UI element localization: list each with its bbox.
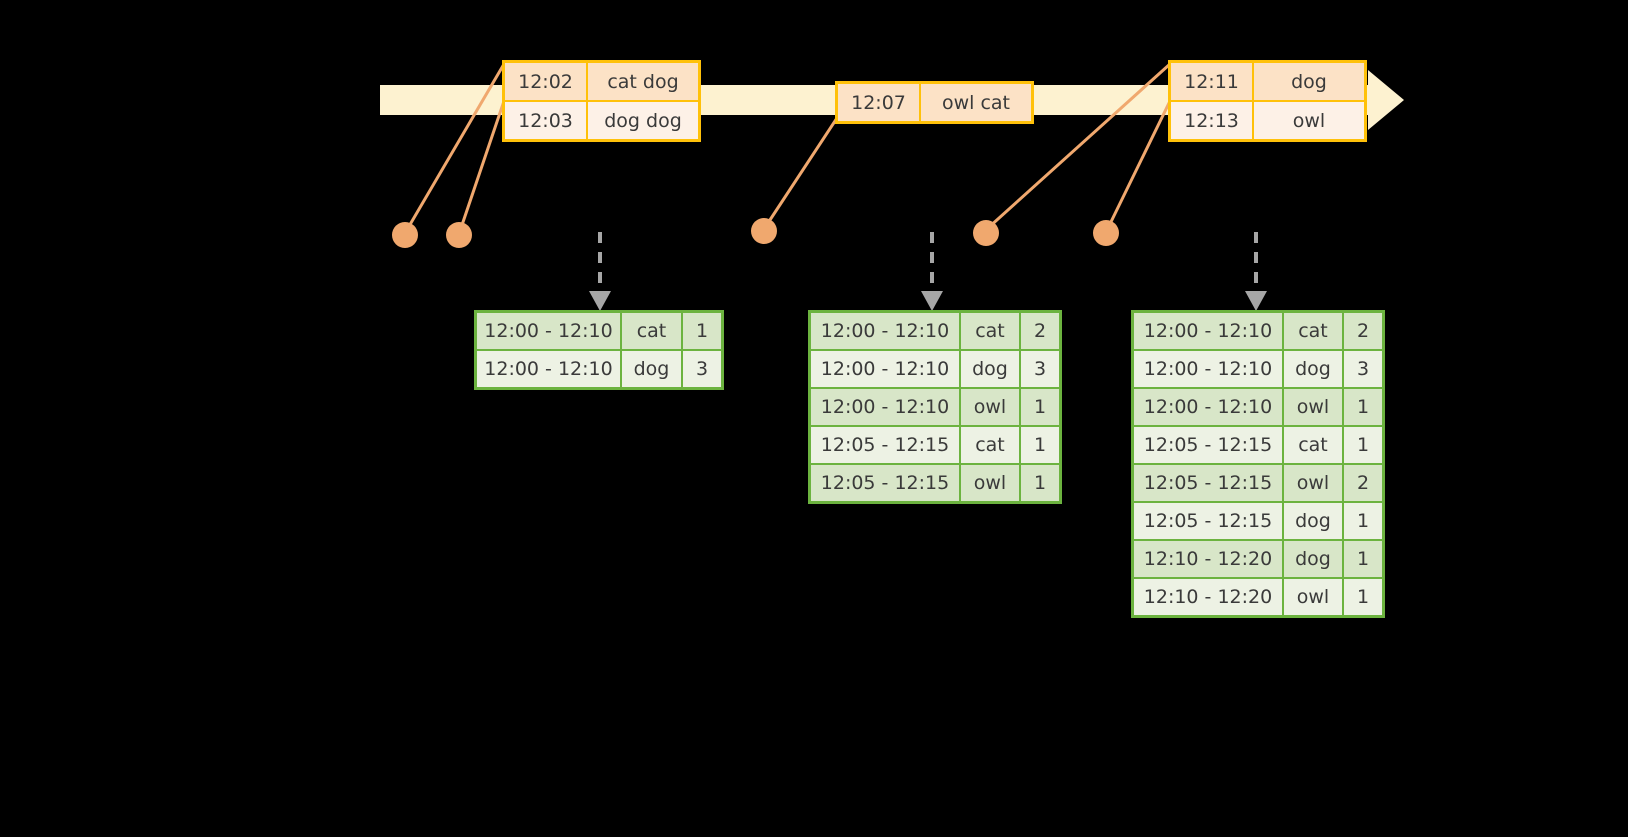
cell-word: dog (961, 351, 1019, 387)
table-row: 12:00 - 12:10 cat 1 (477, 313, 721, 349)
cell-count: 3 (683, 351, 721, 387)
connector-dot-5 (1093, 220, 1119, 246)
connector-dot-4 (973, 220, 999, 246)
table-row: 12:10 - 12:20 dog 1 (1134, 541, 1382, 577)
table-row: 12:00 - 12:10 dog 3 (811, 351, 1059, 387)
cell-count: 1 (1344, 427, 1382, 463)
event-row: 12:03 dog dog (505, 102, 698, 139)
cell-word: cat (1284, 427, 1342, 463)
table-row: 12:05 - 12:15 cat 1 (1134, 427, 1382, 463)
cell-word: owl (1284, 465, 1342, 501)
cell-word: dog (1284, 541, 1342, 577)
table-row: 12:00 - 12:10 owl 1 (811, 389, 1059, 425)
cell-word: dog (1284, 503, 1342, 539)
cell-word: owl (1284, 579, 1342, 615)
cell-count: 1 (1021, 465, 1059, 501)
connector-dot-2 (446, 222, 472, 248)
cell-window: 12:05 - 12:15 (1134, 427, 1282, 463)
table-row: 12:00 - 12:10 cat 2 (1134, 313, 1382, 349)
table-row: 12:10 - 12:20 owl 1 (1134, 579, 1382, 615)
window-counts-table-2[interactable]: 12:00 - 12:10 cat 2 12:00 - 12:10 dog 3 … (808, 310, 1062, 504)
cell-window: 12:00 - 12:10 (1134, 389, 1282, 425)
event-words: owl cat (921, 84, 1031, 121)
cell-window: 12:00 - 12:10 (1134, 313, 1282, 349)
cell-window: 12:05 - 12:15 (1134, 465, 1282, 501)
dashed-arrow-3 (1245, 232, 1267, 311)
cell-window: 12:05 - 12:15 (1134, 503, 1282, 539)
event-time: 12:11 (1171, 63, 1252, 100)
cell-count: 1 (1344, 579, 1382, 615)
table-row: 12:05 - 12:15 dog 1 (1134, 503, 1382, 539)
cell-window: 12:10 - 12:20 (1134, 541, 1282, 577)
cell-count: 3 (1344, 351, 1382, 387)
connector-line-5 (1106, 100, 1172, 229)
connector-dot-3 (751, 218, 777, 244)
cell-window: 12:00 - 12:10 (477, 313, 620, 349)
cell-count: 1 (1344, 389, 1382, 425)
window-counts-table-3[interactable]: 12:00 - 12:10 cat 2 12:00 - 12:10 dog 3 … (1131, 310, 1385, 618)
cell-window: 12:10 - 12:20 (1134, 579, 1282, 615)
event-box-1[interactable]: 12:02 cat dog 12:03 dog dog (502, 60, 701, 142)
event-row: 12:07 owl cat (838, 84, 1031, 121)
table-row: 12:00 - 12:10 dog 3 (477, 351, 721, 387)
table-row: 12:05 - 12:15 owl 2 (1134, 465, 1382, 501)
table-row: 12:05 - 12:15 cat 1 (811, 427, 1059, 463)
event-row: 12:13 owl (1171, 102, 1364, 139)
dashed-arrow-1 (589, 232, 611, 311)
cell-count: 1 (1021, 427, 1059, 463)
window-counts-table-1[interactable]: 12:00 - 12:10 cat 1 12:00 - 12:10 dog 3 (474, 310, 724, 390)
cell-word: owl (961, 465, 1019, 501)
cell-word: cat (961, 427, 1019, 463)
event-row: 12:02 cat dog (505, 63, 698, 100)
cell-count: 2 (1021, 313, 1059, 349)
cell-window: 12:05 - 12:15 (811, 465, 959, 501)
cell-window: 12:00 - 12:10 (1134, 351, 1282, 387)
timeline-arrowhead (1368, 70, 1404, 130)
cell-count: 1 (1344, 503, 1382, 539)
event-words: cat dog (588, 63, 698, 100)
cell-word: cat (961, 313, 1019, 349)
connector-dot-1 (392, 222, 418, 248)
event-row: 12:11 dog (1171, 63, 1364, 100)
event-words: dog (1254, 63, 1364, 100)
cell-word: cat (1284, 313, 1342, 349)
cell-window: 12:00 - 12:10 (811, 389, 959, 425)
cell-window: 12:00 - 12:10 (811, 351, 959, 387)
table-row: 12:05 - 12:15 owl 1 (811, 465, 1059, 501)
cell-count: 1 (683, 313, 721, 349)
cell-word: dog (1284, 351, 1342, 387)
table-row: 12:00 - 12:10 dog 3 (1134, 351, 1382, 387)
cell-window: 12:00 - 12:10 (477, 351, 620, 387)
event-time: 12:02 (505, 63, 586, 100)
cell-count: 2 (1344, 313, 1382, 349)
cell-count: 3 (1021, 351, 1059, 387)
event-time: 12:13 (1171, 102, 1252, 139)
cell-word: owl (1284, 389, 1342, 425)
cell-window: 12:00 - 12:10 (811, 313, 959, 349)
event-box-3[interactable]: 12:11 dog 12:13 owl (1168, 60, 1367, 142)
cell-count: 1 (1021, 389, 1059, 425)
event-box-2[interactable]: 12:07 owl cat (835, 81, 1034, 124)
event-words: owl (1254, 102, 1364, 139)
table-row: 12:00 - 12:10 owl 1 (1134, 389, 1382, 425)
event-time: 12:07 (838, 84, 919, 121)
event-words: dog dog (588, 102, 698, 139)
cell-window: 12:05 - 12:15 (811, 427, 959, 463)
cell-word: dog (622, 351, 681, 387)
cell-word: owl (961, 389, 1019, 425)
cell-count: 2 (1344, 465, 1382, 501)
cell-word: cat (622, 313, 681, 349)
connector-line-3 (764, 117, 839, 227)
connector-line-2 (459, 100, 506, 229)
event-time: 12:03 (505, 102, 586, 139)
dashed-arrow-2 (921, 232, 943, 311)
table-row: 12:00 - 12:10 cat 2 (811, 313, 1059, 349)
cell-count: 1 (1344, 541, 1382, 577)
